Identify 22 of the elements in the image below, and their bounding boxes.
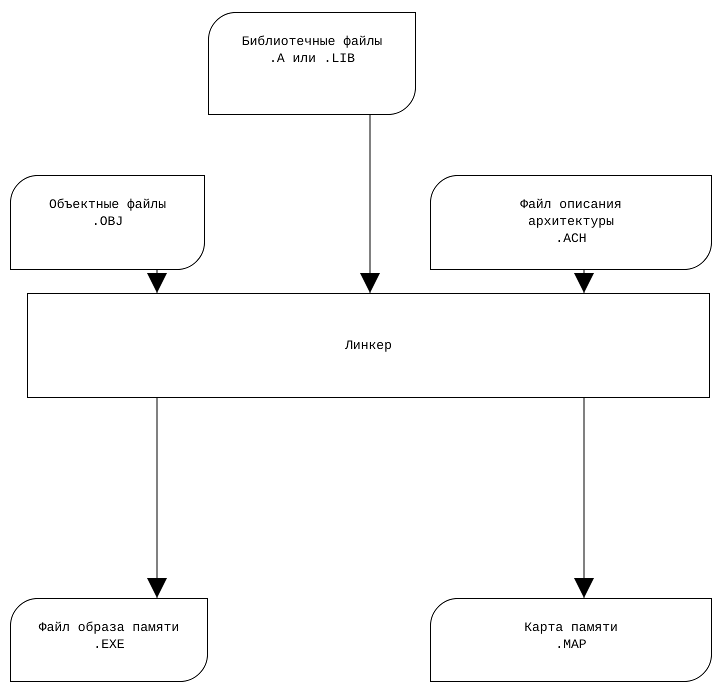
node-label: Файл описания архитектуры <box>519 196 623 230</box>
arrow <box>360 114 380 294</box>
node-label: Файл образа памяти <box>38 619 180 636</box>
file-extension: .ACH <box>555 230 587 247</box>
arrow <box>147 398 167 598</box>
file-extension: .MAP <box>555 636 587 653</box>
arrow <box>147 270 167 294</box>
file-extension: .EXE <box>93 636 125 653</box>
process-box <box>27 293 710 398</box>
rounded-box <box>208 12 416 115</box>
node-label: Объектные файлы <box>48 196 166 213</box>
rounded-box <box>10 175 205 270</box>
arrow <box>574 398 594 598</box>
arrow <box>574 270 594 294</box>
node-label: Карта памяти <box>524 619 618 636</box>
file-extension: .A или .LIB <box>269 50 355 67</box>
node-label: Библиотечные файлы <box>242 33 382 50</box>
rounded-box <box>430 598 712 682</box>
node-label: Линкер <box>345 337 392 354</box>
rounded-box <box>430 175 712 270</box>
rounded-box <box>10 598 208 682</box>
file-extension: .OBJ <box>92 213 124 230</box>
